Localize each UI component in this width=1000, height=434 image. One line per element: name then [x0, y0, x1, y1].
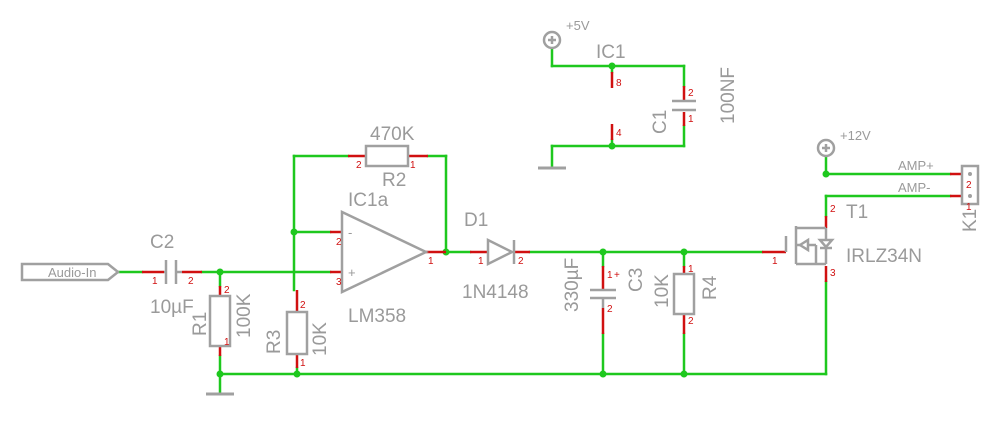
connector-k1: 2 1 K1 AMP+ AMP- [898, 158, 981, 232]
junction-dot [293, 370, 301, 378]
c3-polarity: + [614, 270, 620, 281]
r2-value: 470K [370, 124, 415, 145]
resistor-r2: 2 1 470K R2 [348, 124, 428, 191]
d1-name: D1 [464, 210, 488, 231]
r1-name: R1 [190, 312, 211, 336]
c3-pin1: 1 [607, 270, 613, 281]
c2-value: 10µF [150, 297, 194, 318]
c1-pin1: 1 [688, 114, 694, 125]
resistor-r4: 1 2 10K R4 [652, 264, 721, 334]
opamp-pin-noninv: 3 [336, 277, 342, 288]
audio-in-port: Audio-In [20, 262, 121, 282]
junction-dot [216, 268, 224, 276]
k1-pin2: 2 [966, 180, 972, 191]
junction-dot [822, 170, 830, 178]
opamp-ic1a: - + 2 3 1 IC1a LM358 [330, 190, 446, 327]
opamp-pin-out: 1 [428, 256, 434, 267]
t1-pin-source: 3 [830, 268, 836, 279]
junction-dot [608, 62, 616, 70]
capacitor-c1: 2 1 C1 100NF [650, 67, 739, 134]
junction-dot [216, 370, 224, 378]
opamp-inv-sign: - [348, 225, 352, 240]
audio-in-label: Audio-In [48, 265, 96, 280]
r1-pin1: 1 [224, 337, 230, 348]
ground-symbols [206, 166, 566, 396]
c3-pin2: 2 [607, 304, 613, 315]
r1-value: 100K [234, 293, 255, 338]
vcc12-label: +12V [840, 128, 871, 143]
opamp-noninv-sign: + [348, 265, 356, 280]
ic1-pin-vcc: 8 [616, 78, 622, 89]
capacitor-c3: 1 + 2 C3 330µF [562, 258, 647, 334]
r1-pin2: 2 [224, 285, 230, 296]
k1-pin1: 1 [966, 202, 972, 213]
r2-pin2: 2 [356, 160, 362, 171]
junction-dot [599, 248, 607, 256]
amp-minus-label: AMP- [898, 180, 931, 195]
r3-pin1: 1 [300, 358, 306, 369]
vcc5-label: +5V [566, 18, 590, 33]
r4-name: R4 [700, 275, 721, 300]
r3-value: 10K [310, 322, 331, 356]
c2-name: C2 [150, 232, 174, 253]
ic1-pin-gnd: 4 [616, 128, 622, 139]
c1-pin2: 2 [688, 88, 694, 99]
t1-pin-gate: 1 [772, 256, 778, 267]
junction-dot [680, 248, 688, 256]
c2-pin2: 2 [188, 276, 194, 287]
d1-pin2: 2 [518, 256, 524, 267]
c2-pin1: 1 [152, 276, 158, 287]
ic1-power: 8 4 IC1 [596, 42, 626, 140]
r3-pin2: 2 [300, 300, 306, 311]
r3-name: R3 [264, 330, 285, 354]
diode-d1: 1 2 D1 1N4148 [462, 210, 530, 303]
resistor-r3: 2 1 R3 10K [264, 290, 331, 369]
r4-pin2: 2 [688, 316, 694, 327]
d1-value: 1N4148 [462, 282, 529, 303]
junction-dot [599, 370, 607, 378]
c1-value: 100NF [718, 67, 739, 124]
t1-pin-drain: 2 [830, 204, 836, 215]
r4-value: 10K [652, 274, 673, 308]
mosfet-t1: 1 2 3 T1 IRLZ34N [762, 202, 922, 282]
c1-name: C1 [650, 110, 671, 134]
wires [116, 48, 952, 394]
k1-name: K1 [960, 209, 981, 232]
junction-dot [290, 228, 298, 236]
d1-pin1: 1 [478, 256, 484, 267]
t1-name: T1 [846, 202, 868, 223]
r4-pin1: 1 [688, 264, 694, 275]
opamp-value: LM358 [348, 306, 406, 327]
opamp-name: IC1a [348, 190, 389, 211]
amp-plus-label: AMP+ [898, 158, 934, 173]
r2-pin1: 1 [410, 160, 416, 171]
junction-dot [680, 370, 688, 378]
c3-value: 330µF [562, 258, 583, 312]
capacitor-c2: 1 2 C2 10µF [142, 232, 202, 318]
t1-value: IRLZ34N [846, 246, 922, 267]
supply-12v: +12V [816, 128, 871, 158]
junction-dot [608, 142, 616, 150]
ic1-name: IC1 [596, 42, 626, 63]
resistor-r1: 2 1 R1 100K [190, 285, 255, 356]
r2-name: R2 [382, 170, 406, 191]
c3-name: C3 [626, 268, 647, 292]
supply-5v: +5V [542, 18, 590, 50]
opamp-pin-inv: 2 [336, 237, 342, 248]
